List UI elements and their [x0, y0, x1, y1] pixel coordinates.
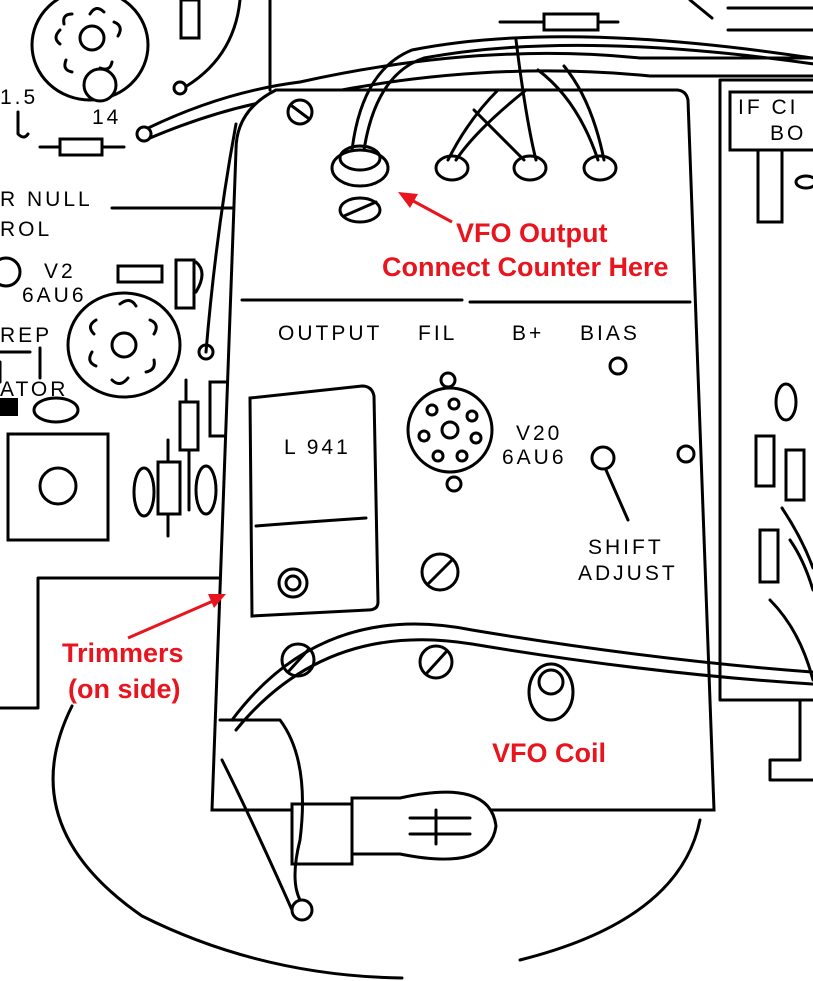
- null-control-line2: ROL: [0, 218, 52, 241]
- shift-adjust-control: [590, 445, 616, 471]
- v2-type: 6AU6: [22, 284, 87, 307]
- frag-rep: REP: [0, 324, 52, 347]
- label-b-plus: B+: [512, 322, 544, 345]
- vfo-output-line1: VFO Output: [456, 218, 607, 248]
- trimmers-line1: Trimmers: [62, 638, 184, 668]
- terminal-1: [434, 154, 470, 182]
- label-output: OUTPUT: [278, 322, 382, 345]
- vfo-output-line2: Connect Counter Here: [382, 252, 669, 282]
- resistor-v2: [116, 264, 164, 284]
- long-wire-upper: [138, 51, 813, 134]
- small-resistor-wire: [16, 110, 30, 139]
- vfo-coil-label: VFO Coil: [492, 738, 606, 768]
- dial-arc-right: [518, 818, 702, 962]
- vfo-output-annotation: VFO Output Connect Counter Here: [382, 192, 669, 282]
- resistor-left-1: [58, 137, 104, 157]
- vfo-coil-slug: [527, 662, 575, 722]
- shift-label-line2: ADJUST: [578, 562, 678, 585]
- v20-number: V20: [516, 422, 562, 445]
- shift-label-line1: SHIFT: [588, 536, 664, 559]
- left-square-control: [6, 432, 110, 542]
- terminal-3: [582, 154, 618, 182]
- coil-label: L 941: [284, 436, 351, 459]
- top-wire-1: [178, 0, 242, 92]
- baseplate-outline: [0, 576, 230, 710]
- v2-tube-socket: [66, 291, 182, 399]
- label-fil: FIL: [418, 322, 457, 345]
- resistor-top: [179, 0, 201, 40]
- if-can: [728, 90, 813, 152]
- pin-label-b: 14: [92, 106, 121, 129]
- twisted-cable: [230, 622, 813, 722]
- bias-screw: [608, 356, 628, 376]
- label-bias: BIAS: [580, 322, 640, 345]
- dial-lamp: [290, 790, 498, 866]
- top-left-tube-socket: [30, 0, 150, 103]
- vfo-output-jack: [330, 144, 390, 224]
- trimmers-line2: (on side): [68, 674, 181, 704]
- v20-tube-socket: [406, 371, 494, 493]
- terminal-2: [512, 154, 548, 182]
- l941-coil-can: [248, 384, 380, 618]
- long-wire-lower: [148, 69, 813, 140]
- if-label-line2: BO: [770, 122, 806, 145]
- dial-arc-outer: [51, 704, 404, 980]
- resistor-top-right: [542, 12, 600, 32]
- if-label-line1: IF CI: [738, 96, 799, 119]
- v2-number: V2: [44, 260, 76, 283]
- frag-ator: ATOR: [0, 378, 68, 401]
- trimmers-annotation: Trimmers (on side): [62, 594, 226, 704]
- pin-label-a: 1.5: [0, 86, 38, 109]
- right-board-outline: [718, 78, 813, 702]
- null-control-line1: R NULL: [0, 188, 93, 211]
- v20-type: 6AU6: [502, 446, 567, 469]
- lamp-bracket: [218, 718, 304, 912]
